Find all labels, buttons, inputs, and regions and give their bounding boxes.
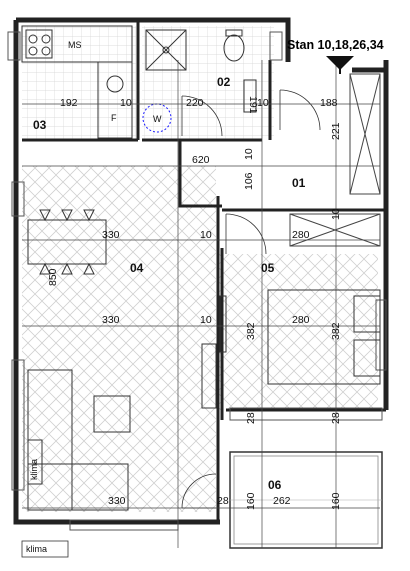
tv-unit: [201, 295, 227, 409]
room-04-label: 04: [130, 261, 144, 275]
kitchen-counter: [21, 25, 133, 139]
dim-10e: 10: [200, 229, 212, 241]
dim-160a: 160: [245, 492, 257, 510]
bed: [267, 289, 381, 385]
room-05-label: 05: [261, 261, 275, 275]
dim-330c: 330: [108, 495, 126, 507]
room-01-label: 01: [292, 176, 306, 190]
room-03-label: 03: [33, 118, 47, 132]
floor-living: [22, 166, 378, 512]
dim-10a: 10: [120, 97, 132, 109]
storage-closet: [289, 73, 381, 247]
washer-label: W: [153, 114, 162, 124]
dim-10c: 10: [243, 148, 255, 160]
dim-850: 850: [47, 268, 59, 286]
dim-28a: 28: [245, 412, 257, 424]
dim-10f: 10: [200, 314, 212, 326]
dim-106: 106: [243, 172, 255, 190]
fridge-label: F: [111, 113, 117, 123]
dim-10b: 10: [257, 97, 269, 109]
dim-160b: 160: [330, 492, 342, 510]
dim-192: 192: [60, 97, 78, 109]
ms-label: MS: [68, 40, 82, 50]
klima-inside-label: klima: [29, 459, 39, 480]
door-swings: [181, 89, 321, 509]
dim-262: 262: [273, 495, 291, 507]
windows: [7, 31, 387, 531]
dim-330a: 330: [102, 229, 120, 241]
sofa: [27, 369, 131, 511]
dim-188: 188: [320, 97, 338, 109]
dim-28c: 28: [217, 495, 229, 507]
dim-28b: 28: [330, 412, 342, 424]
dim-191: 191: [247, 96, 259, 114]
dining-table: [27, 209, 107, 275]
dim-280b: 280: [292, 314, 310, 326]
dim-330b: 330: [102, 314, 120, 326]
north-arrow: [326, 56, 354, 74]
floor-tiles: [22, 26, 274, 140]
dim-221: 221: [330, 122, 342, 140]
plan-title: Stan 10,18,26,34: [287, 38, 384, 52]
dimension-lines: [22, 60, 380, 548]
klima-outside-label: klima: [26, 544, 47, 554]
inner-walls: [22, 20, 386, 520]
dim-382b: 382: [330, 322, 342, 340]
room-02-label: 02: [217, 75, 231, 89]
dim-620: 620: [192, 154, 210, 166]
dim-220: 220: [186, 97, 204, 109]
klima-outside-box: [21, 540, 69, 558]
balcony: [229, 451, 383, 549]
dim-280a: 280: [292, 229, 310, 241]
dim-10d: 10: [330, 208, 342, 220]
room-06-label: 06: [268, 478, 282, 492]
dim-382a: 382: [245, 322, 257, 340]
